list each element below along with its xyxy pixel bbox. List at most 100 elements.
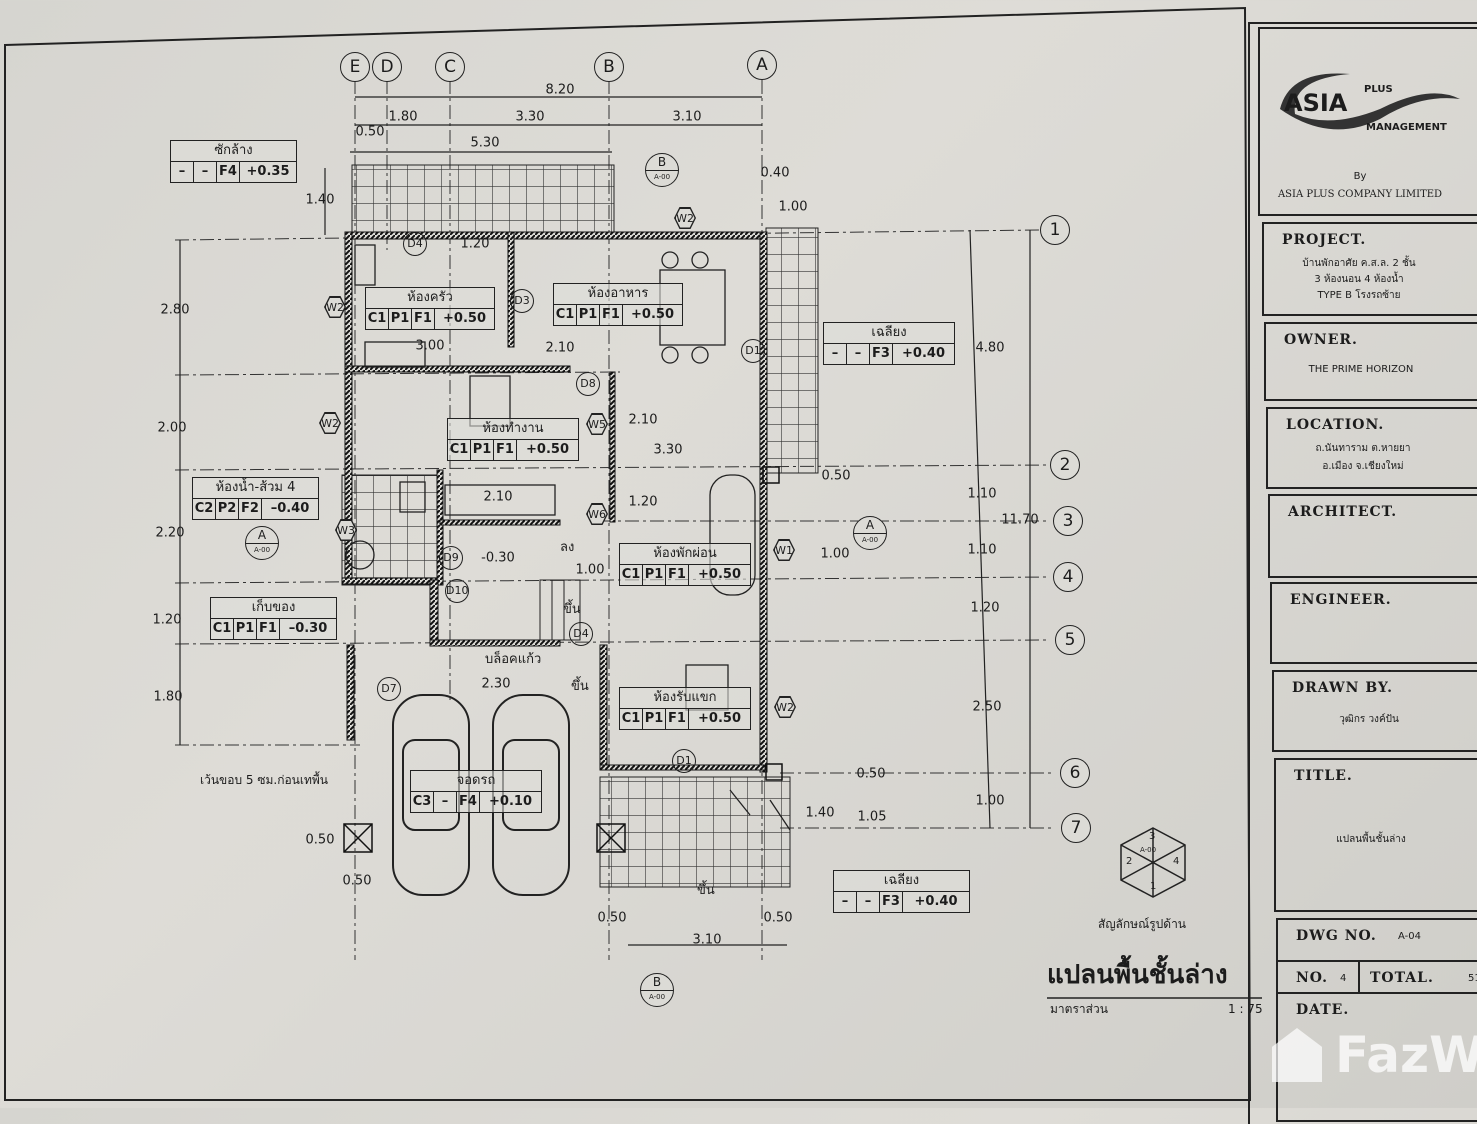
engineer-label: ENGINEER. — [1290, 592, 1392, 608]
total-value: 51 — [1468, 973, 1477, 984]
room-name: ห้องพักผ่อน — [620, 544, 750, 565]
room-tag-wash: ซักล้าง––F4+0.35 — [170, 140, 297, 183]
window-tag: W5 — [586, 413, 608, 435]
dimension: 2.50 — [972, 699, 1002, 715]
project-line: บ้านพักอาศัย ค.ส.ล. 2 ชั้น — [1302, 258, 1416, 269]
door-tag: D1 — [672, 749, 696, 773]
door-tag: D1 — [741, 339, 765, 363]
dimension: 0.50 — [342, 873, 372, 889]
dimension: 1.40 — [805, 805, 835, 821]
dimension: 2.80 — [160, 302, 190, 318]
door-tag: D10 — [445, 579, 469, 603]
by-label: By — [1353, 171, 1367, 182]
dimension: 0.40 — [760, 165, 790, 181]
watermark: FazWaz — [1335, 1026, 1477, 1084]
project-box: PROJECT. บ้านพักอาศัย ค.ส.ล. 2 ชั้น 3 ห้… — [1262, 222, 1477, 316]
architect-label: ARCHITECT. — [1288, 504, 1398, 520]
grid-bubble-a: A — [747, 50, 777, 80]
room-tag-terrace-front: เฉลียง––F3+0.40 — [833, 870, 970, 913]
dimension: 2.10 — [483, 489, 513, 505]
dimension: 1.00 — [975, 793, 1005, 809]
dimension: 8.20 — [545, 82, 575, 98]
window-tag: W1 — [773, 539, 795, 561]
note-down: ลง — [560, 540, 575, 555]
dimension: 1.80 — [153, 689, 183, 705]
dimension: 1.20 — [152, 612, 182, 628]
dimension: 2.00 — [157, 420, 187, 436]
grid-bubble-b: B — [594, 52, 624, 82]
dimension: 1.00 — [575, 562, 605, 578]
grid-bubble-7: 7 — [1061, 813, 1091, 843]
location-line: อ.เมือง จ.เชียงใหม่ — [1322, 461, 1404, 472]
dimension: 1.05 — [857, 809, 887, 825]
grid-bubble-6: 6 — [1060, 758, 1090, 788]
dimension: 0.50 — [355, 124, 385, 140]
grid-bubble-4: 4 — [1053, 562, 1083, 592]
project-line: TYPE B โรงรถซ้าย — [1317, 290, 1401, 301]
dimension: 2.10 — [545, 340, 575, 356]
company-name: ASIA PLUS COMPANY LIMITED — [1277, 189, 1443, 200]
room-name: จอดรถ — [411, 771, 541, 792]
window-tag: W2 — [774, 696, 796, 718]
scale-value: 1 : 75 — [1228, 1002, 1263, 1016]
dimension: 1.40 — [305, 192, 335, 208]
door-tag: D4 — [403, 232, 427, 256]
dimension: 4.80 — [975, 340, 1005, 356]
room-name: ห้องอาหาร — [554, 284, 682, 305]
no-value: 4 — [1340, 973, 1347, 984]
dimension: 3.10 — [692, 932, 722, 948]
dimension: 0.50 — [821, 468, 851, 484]
dimension: 0.50 — [305, 832, 335, 848]
location-label: LOCATION. — [1286, 417, 1385, 433]
owner-box: OWNER. THE PRIME HORIZON — [1264, 322, 1477, 401]
door-tag: D3 — [510, 289, 534, 313]
dimension: -0.30 — [481, 550, 515, 566]
dimension: 5.30 — [470, 135, 500, 151]
room-name: ห้องครัว — [366, 288, 494, 309]
note-up: ขึ้น — [697, 883, 715, 898]
room-name: ห้องทำงาน — [448, 419, 578, 440]
door-tag: D9 — [439, 546, 463, 570]
room-name: ห้องน้ำ-ส้วม 4 — [193, 478, 318, 499]
title-value: แปลนพื้นชั้นล่าง — [1336, 834, 1406, 845]
dimension: 1.20 — [970, 600, 1000, 616]
dimension: 3.30 — [515, 109, 545, 125]
dimension: 0.50 — [597, 910, 627, 926]
grid-bubble-3: 3 — [1053, 506, 1083, 536]
dimension: 2.30 — [481, 676, 511, 692]
title-label: TITLE. — [1294, 768, 1353, 784]
location-box: LOCATION. ถ.นันทาราม ต.หายยา อ.เมือง จ.เ… — [1266, 407, 1477, 489]
elevation-key-number: 3 — [1149, 831, 1156, 842]
dimension: 1.20 — [460, 236, 490, 252]
note-up: ขึ้น — [563, 602, 581, 617]
logo-sub: MANAGEMENT — [1366, 122, 1447, 133]
drawing-title: แปลนพื้นชั้นล่าง — [1047, 960, 1228, 990]
door-tag: D4 — [569, 622, 593, 646]
total-label: TOTAL. — [1370, 970, 1434, 986]
note-up: ขึ้น — [571, 679, 589, 694]
dimension: 0.50 — [763, 910, 793, 926]
drawn-by-value: วุฒิกร วงค์ปัน — [1339, 714, 1399, 725]
dimension: 1.00 — [820, 546, 850, 562]
date-label: DATE. — [1296, 1002, 1350, 1018]
project-line: 3 ห้องนอน 4 ห้องน้ำ — [1314, 274, 1404, 285]
dimension: 0.50 — [856, 766, 886, 782]
scale-label: มาตราส่วน — [1050, 1002, 1108, 1016]
dimension: 1.10 — [967, 542, 997, 558]
dimension: 2.20 — [155, 525, 185, 541]
elevation-key-label: สัญลักษณ์รูปด้าน — [1098, 917, 1187, 931]
grid-bubble-2: 2 — [1050, 450, 1080, 480]
logo-box: ASIA PLUS MANAGEMENT By ASIA PLUS COMPAN… — [1258, 27, 1477, 216]
grid-bubble-1: 1 — [1040, 215, 1070, 245]
dimension: 3.00 — [415, 338, 445, 354]
